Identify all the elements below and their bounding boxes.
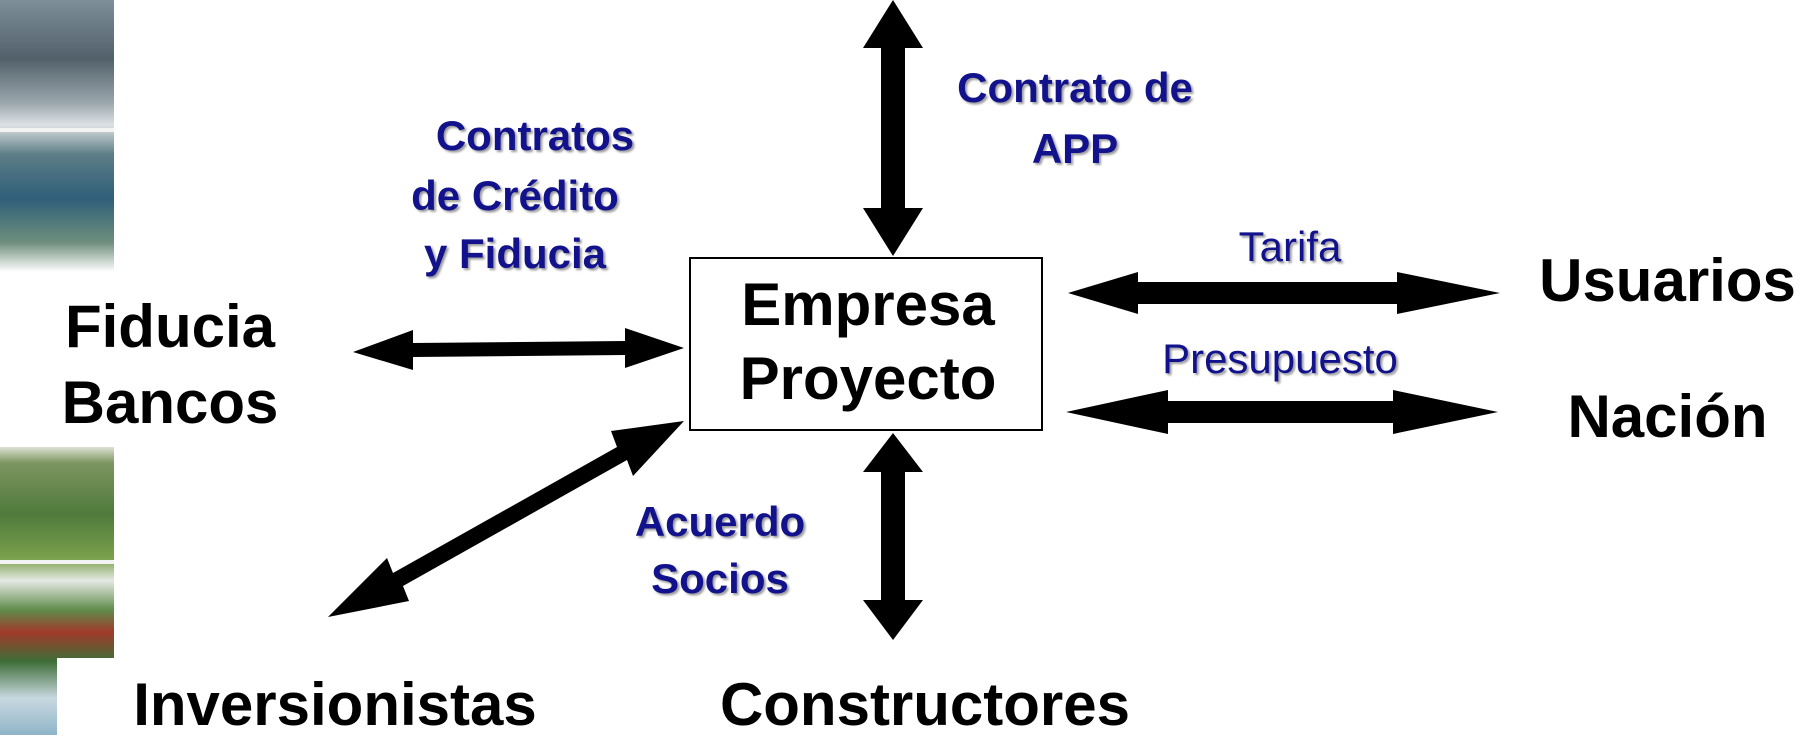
relation-tarifa: Tarifa xyxy=(1238,223,1342,270)
relation-presupuesto: Presupuesto xyxy=(1162,335,1398,382)
entity-usuarios: Usuarios xyxy=(1539,247,1796,314)
double-arrow-left xyxy=(353,328,684,370)
center-line1: Empresa xyxy=(741,271,995,338)
relation-contrato-app-line1: Contrato de xyxy=(957,64,1193,111)
entity-fiducia: Fiducia xyxy=(64,293,276,360)
photo-strip xyxy=(0,0,114,735)
relation-credito-line3: y Fiducia xyxy=(423,230,607,277)
photo-gap xyxy=(0,277,114,447)
relation-credito-line2: de Crédito xyxy=(411,172,619,219)
double-arrow-presupuesto xyxy=(1066,390,1498,434)
empresa-proyecto-box: Empresa Proyecto xyxy=(689,257,1043,431)
relation-credito-line1: Contratos xyxy=(435,112,635,159)
relation-acuerdo-line1: Acuerdo xyxy=(634,498,806,545)
double-arrow-diagonal xyxy=(328,421,684,617)
photo-divider xyxy=(0,560,114,564)
double-arrow-top xyxy=(863,0,923,256)
photo-divider xyxy=(0,128,114,132)
relation-contrato-app-line2: APP xyxy=(1031,125,1119,172)
entity-constructores: Constructores xyxy=(719,671,1131,738)
entity-bancos: Bancos xyxy=(61,369,279,436)
relation-acuerdo-line2: Socios xyxy=(651,555,789,602)
double-arrow-bottom xyxy=(863,433,923,640)
center-line2: Proyecto xyxy=(739,345,997,412)
entity-inversionistas: Inversionistas xyxy=(133,671,537,738)
entity-nacion: Nación xyxy=(1567,383,1768,450)
photo-gap xyxy=(57,658,114,735)
double-arrow-tarifa xyxy=(1068,272,1500,314)
